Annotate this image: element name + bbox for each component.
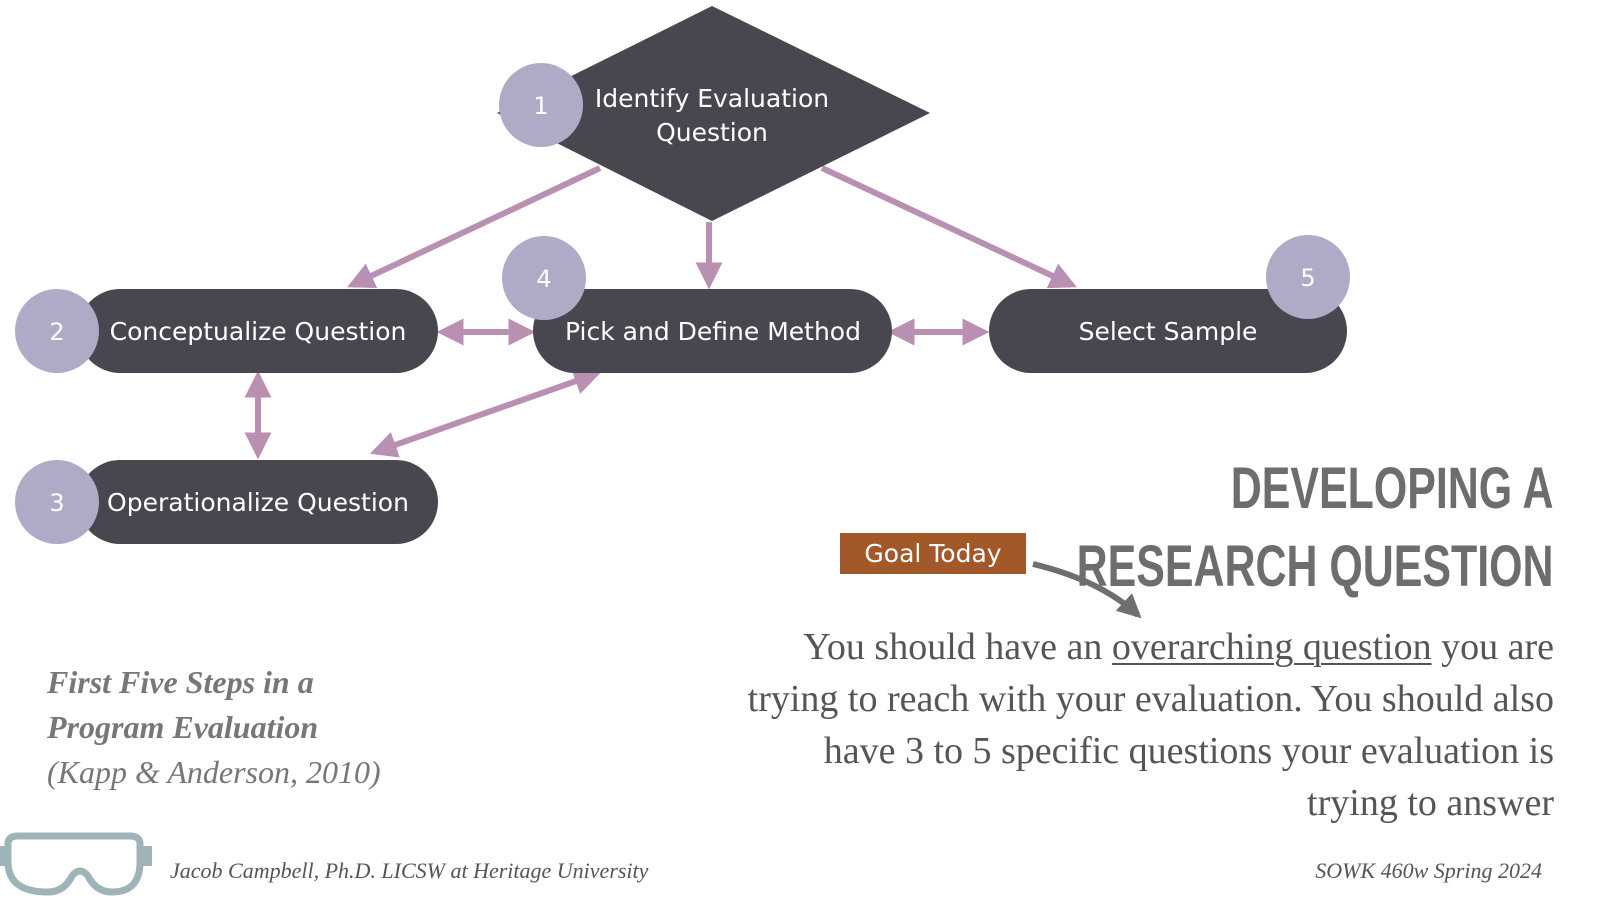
badge-1-number: 1 [533,92,548,120]
badge-2: 2 [15,289,99,373]
caption-line-1: First Five Steps in a [47,664,314,700]
body-emphasis: overarching question [1111,626,1432,668]
badge-5: 5 [1266,235,1350,319]
node-5-label: Select Sample [1079,317,1258,346]
node-identify-question: Identify Evaluation Question [497,6,930,221]
body-paragraph: You should have an overarching question … [734,621,1554,829]
title-line-1: DEVELOPING A [1231,456,1554,521]
arrow-3-4 [369,368,602,458]
node-2-label: Conceptualize Question [110,317,407,346]
goggles-logo [0,832,152,896]
node-select-sample: Select Sample [989,289,1347,373]
badge-1: 1 [499,63,583,147]
body-text-post: you are trying to reach with your evalua… [747,626,1554,824]
arrow-1-to-5 [820,165,1077,289]
badge-4-number: 4 [536,265,551,293]
footer-course: SOWK 460w Spring 2024 [1315,858,1542,883]
node-operationalize: Operationalize Question [78,460,438,544]
badge-3: 3 [15,460,99,544]
badge-4: 4 [502,236,586,320]
footer-author: Jacob Campbell, Ph.D. LICSW at Heritage … [170,858,649,883]
badge-5-number: 5 [1300,264,1315,292]
page-title: DEVELOPING A RESEARCH QUESTION [1077,450,1554,606]
caption-line-2: Program Evaluation [47,709,319,745]
goal-arrow [1032,561,1142,619]
badge-2-number: 2 [49,318,64,346]
node-3-label: Operationalize Question [107,488,409,517]
node-pick-method: Pick and Define Method [533,289,892,373]
arrow-1-to-2 [347,165,602,288]
node-1-label-line1: Identify Evaluation [595,84,829,113]
node-conceptualize: Conceptualize Question [78,289,438,373]
diagram-caption: First Five Steps in a Program Evaluation… [47,660,381,795]
body-text-pre: You should have an [803,626,1112,668]
title-line-2: RESEARCH QUESTION [1077,534,1554,599]
goal-today-badge: Goal Today [840,533,1026,574]
badge-3-number: 3 [49,489,64,517]
node-4-label: Pick and Define Method [565,317,861,346]
node-1-label-line2: Question [656,118,768,147]
caption-citation: (Kapp & Anderson, 2010) [47,754,381,790]
